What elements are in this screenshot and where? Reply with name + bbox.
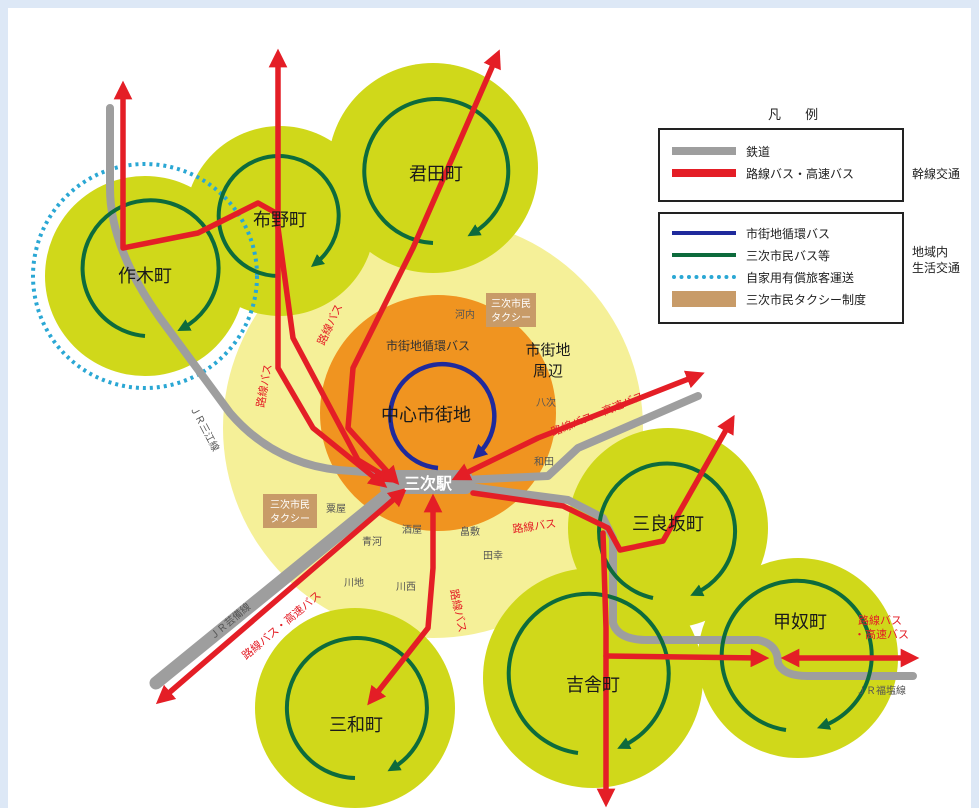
rail-fukuen-line: [459, 482, 917, 680]
taxi-box-upper-line2: タクシー: [491, 312, 531, 324]
taxi-box-upper-line1: 三次市民: [491, 297, 531, 310]
citizen-bus-loop-kounu: [719, 578, 874, 732]
rail-label-fukuen: ＪＲ福塩線: [856, 684, 906, 697]
legend-label: 自家用有償旅客運送: [746, 270, 855, 285]
legend-item-route-bus: 路線バス・高速バス: [660, 162, 902, 184]
rail-line-icon: [672, 147, 736, 155]
map-figure: 三次市民 タクシー 三次市民 タクシー 作木町 布野町: [8, 8, 971, 808]
district-label: 田幸: [483, 550, 503, 562]
route-bus-southwest: [155, 487, 408, 705]
private-transport-dotted-line-icon: [672, 275, 736, 279]
center-area-label: 中心市街地: [381, 405, 471, 426]
district-label: 川地: [344, 576, 364, 589]
loop-bus-label: 市街地循環バス: [386, 338, 470, 353]
legend-box-trunk: 鉄道 路線バス・高速バス: [658, 128, 904, 202]
loop-bus-line-icon: [672, 231, 736, 235]
town-label-sakugi: 作木町: [118, 266, 172, 286]
legend-item-private-transport: 自家用有償旅客運送: [660, 266, 902, 288]
legend-group-label-local-line2: 生活交通: [912, 261, 961, 275]
town-label-funo: 布野町: [253, 210, 307, 230]
bus-label-kounu-line2: ・高速バス: [854, 627, 909, 641]
town-label-kounu: 甲奴町: [773, 612, 827, 632]
district-label: 川西: [396, 582, 416, 593]
legend-item-citizen-bus: 三次市民バス等: [660, 244, 902, 266]
legend-group-label-trunk: 幹線交通: [912, 167, 961, 181]
legend-label: 路線バス・高速バス: [746, 166, 855, 181]
route-bus-kisa: [596, 530, 616, 808]
citizen-bus-line-icon: [672, 253, 736, 257]
legend-label: 市街地循環バス: [746, 226, 831, 241]
legend-group-label-local-line1: 地域内: [912, 245, 949, 259]
outer-area-label-line1: 市街地: [525, 341, 570, 359]
district-label: 八次: [536, 396, 556, 409]
legend-group-label-local: 地域内 生活交通: [912, 244, 960, 276]
district-label: 粟屋: [326, 503, 346, 515]
transport-network-map: 三次市民 タクシー 三次市民 タクシー 作木町 布野町: [31, 48, 920, 808]
outer-area-label-line2: 周辺: [533, 362, 563, 380]
district-label: 和田: [534, 456, 554, 468]
bus-label-kounu-line1: 路線バス: [858, 613, 902, 627]
route-bus-lines: [113, 48, 920, 808]
town-label-kisa: 吉舎町: [566, 675, 620, 695]
legend-label: 鉄道: [746, 144, 771, 159]
rail-label-sanko: ＪＲ三江線: [187, 403, 222, 453]
legend-item-rail: 鉄道: [660, 140, 902, 162]
route-bus-kisa-kounu: [603, 648, 770, 668]
town-label-kimita: 君田町: [409, 164, 463, 184]
route-bus-miwa: [367, 493, 443, 706]
town-label-miwa: 三和町: [329, 715, 383, 735]
route-bus-kimita: [345, 49, 501, 485]
rail-label-geibi: ＪＲ芸備線: [207, 600, 254, 642]
taxi-box-left-line2: タクシー: [270, 513, 310, 525]
district-label: 青河: [362, 535, 382, 548]
district-label: 河内: [455, 308, 475, 321]
legend-box-local: 市街地循環バス 三次市民バス等 自家用有償旅客運送 三次市民タクシー制度: [658, 212, 904, 324]
district-label: 酒屋: [402, 524, 422, 536]
legend-label: 三次市民タクシー制度: [746, 292, 867, 307]
route-bus-mirasaka: [470, 414, 735, 553]
route-bus-funo: [268, 48, 388, 488]
district-labels: 河内 八次 和田 粟屋 酒屋 畠敷 田幸 青河 川地 川西: [326, 308, 556, 593]
route-bus-line-icon: [672, 169, 736, 177]
citizen-bus-loop-kisa: [506, 591, 671, 755]
town-label-mirasaka: 三良坂町: [632, 514, 704, 534]
legend-item-citizen-taxi: 三次市民タクシー制度: [660, 288, 902, 310]
legend-item-loop-bus: 市街地循環バス: [660, 222, 902, 244]
bus-label-southeast: 路線バス: [511, 516, 557, 536]
legend-label: 三次市民バス等: [746, 248, 831, 263]
taxi-box-left-line1: 三次市民: [270, 498, 310, 511]
station-label: 三次駅: [404, 474, 453, 493]
district-label: 畠敷: [460, 525, 480, 538]
route-bus-east: [451, 370, 705, 481]
citizen-taxi-block-icon: [672, 291, 736, 307]
legend-title: 凡 例: [768, 108, 829, 123]
